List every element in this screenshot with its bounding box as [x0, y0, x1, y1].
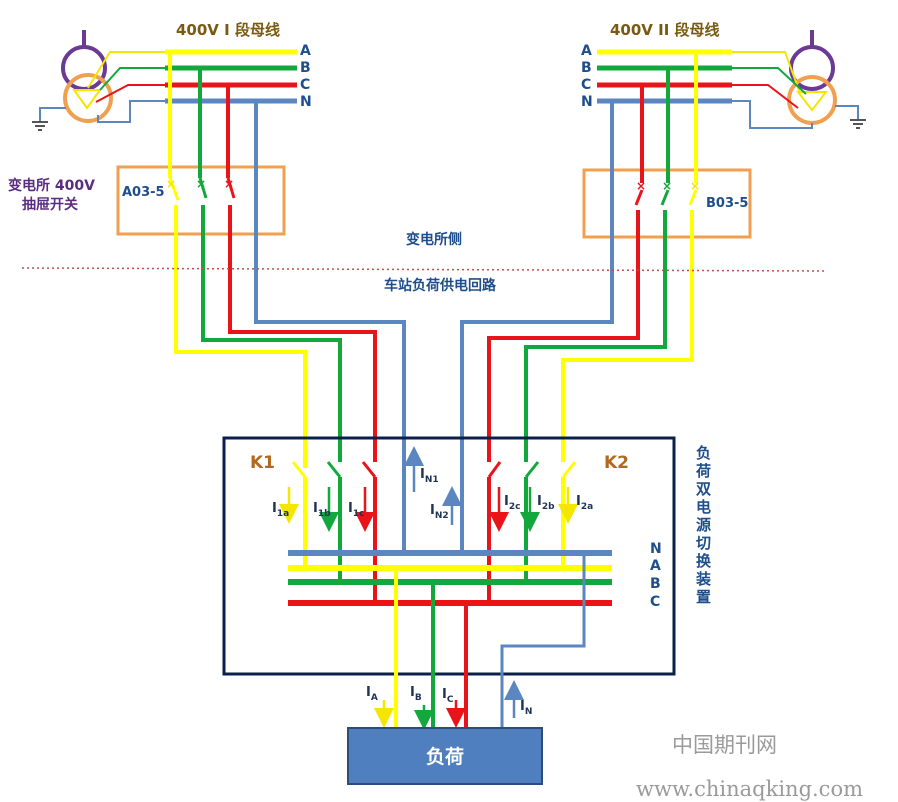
device-bus-label-n: N: [650, 541, 662, 557]
dual-power-switch-device: [222, 436, 676, 676]
station-load-circuit-label: 车站负荷供电回路: [384, 277, 497, 294]
svg-text:双: 双: [696, 480, 711, 498]
breaker-right-label: B03-5: [706, 196, 748, 211]
left-busbar: [165, 49, 297, 104]
breaker-left-label: A03-5: [122, 185, 165, 200]
current-label-in1: IN1: [420, 467, 439, 485]
current-label-in2: IN2: [430, 503, 449, 521]
current-label-ib: IB: [410, 685, 422, 703]
current-label-i1c: I1c: [348, 501, 364, 519]
svg-text:×: ×: [636, 179, 646, 193]
ground-icon: [32, 121, 48, 131]
svg-text:×: ×: [166, 177, 176, 191]
right-bus-label-c: C: [581, 77, 591, 93]
svg-text:电: 电: [696, 498, 711, 516]
k2-label: K2: [604, 453, 629, 473]
right-feeders: × × ×: [460, 52, 700, 552]
svg-text:负: 负: [696, 444, 711, 462]
current-label-i1a: I1a: [272, 501, 289, 519]
svg-text:×: ×: [662, 179, 672, 193]
current-label-ic: IC: [442, 687, 454, 705]
load-feeders: [394, 553, 586, 728]
right-busbar: [597, 49, 732, 104]
current-label-in: IN: [520, 699, 532, 717]
device-side-label: 负 荷 双 电 源 切 换 装 置: [695, 444, 712, 606]
right-bus-label-n: N: [581, 94, 593, 110]
svg-text:装: 装: [695, 570, 712, 588]
boundary-line: [21, 267, 825, 272]
svg-text:置: 置: [696, 588, 711, 606]
load-label: 负荷: [426, 745, 464, 768]
left-bus-label-b: B: [300, 60, 311, 76]
left-bus-label-a: A: [300, 43, 311, 59]
k1-label: K1: [250, 453, 275, 473]
svg-text:换: 换: [696, 552, 712, 570]
left-busbar-title: 400V I 段母线: [176, 21, 280, 39]
left-feeders: × × ×: [166, 52, 406, 552]
breaker-caption-line2: 抽屉开关: [22, 196, 78, 213]
load-box: [347, 727, 543, 785]
breaker-caption-line1: 变电所 400V: [8, 177, 95, 194]
right-transformer: [732, 30, 866, 129]
right-bus-label-b: B: [581, 60, 592, 76]
watermark-line2: www.chinaqking.com: [636, 777, 863, 801]
device-bus-label-b: B: [650, 576, 661, 592]
right-busbar-title: 400V II 段母线: [610, 21, 720, 39]
svg-text:荷: 荷: [696, 462, 711, 480]
current-arrows: [279, 446, 578, 730]
svg-text:源: 源: [696, 516, 711, 534]
current-label-ia: IA: [366, 685, 378, 703]
svg-text:×: ×: [690, 179, 700, 193]
current-label-i2a: I2a: [576, 494, 593, 512]
right-bus-label-a: A: [581, 43, 592, 59]
current-label-i2c: I2c: [504, 494, 520, 512]
current-label-i1b: I1b: [313, 501, 331, 519]
substation-side-label: 变电所侧: [406, 231, 462, 248]
ground-icon: [850, 119, 866, 129]
current-label-i2b: I2b: [537, 494, 555, 512]
watermark-line1: 中国期刊网: [672, 733, 777, 757]
device-bus-label-c: C: [650, 594, 660, 610]
device-busbars: [288, 550, 612, 606]
svg-text:×: ×: [224, 177, 234, 191]
transformer-secondary-winding: [63, 73, 113, 123]
svg-text:切: 切: [696, 534, 711, 552]
device-bus-label-a: A: [650, 558, 661, 574]
svg-text:×: ×: [196, 177, 206, 191]
left-transformer: [32, 30, 165, 131]
left-bus-label-c: C: [300, 77, 310, 93]
left-bus-label-n: N: [300, 94, 312, 110]
